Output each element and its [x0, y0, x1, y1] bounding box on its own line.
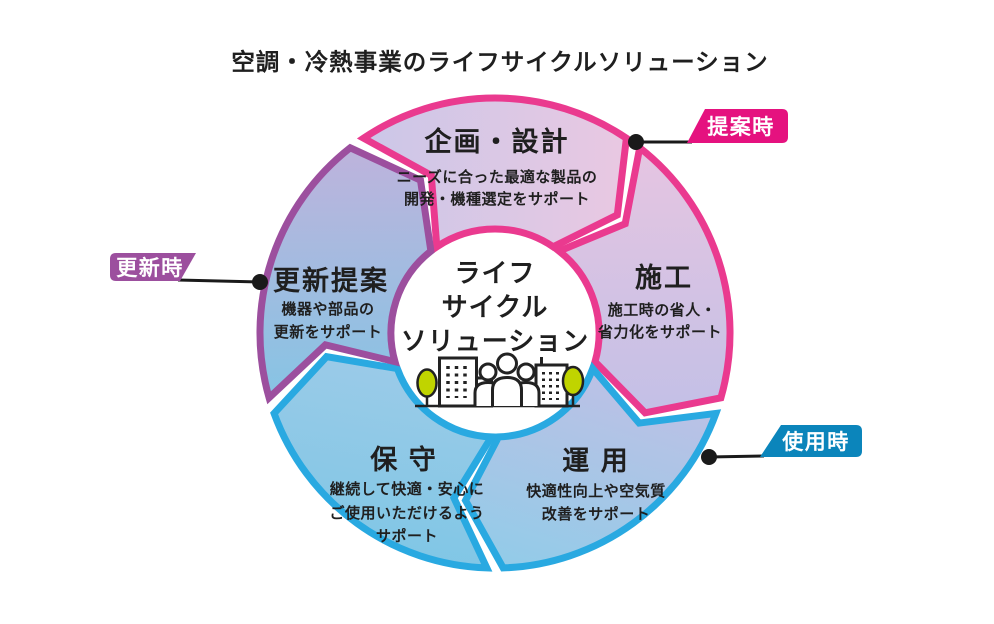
callout-dot: [701, 449, 717, 465]
segment-renewal-title: 更新提案: [273, 265, 389, 296]
segment-maintenance-desc-3: サポート: [376, 527, 438, 545]
callout-at-renewal: 更新時: [110, 253, 268, 290]
segment-plan: [356, 94, 631, 254]
right-tree-icon: [561, 365, 585, 406]
callout-dot: [628, 134, 644, 150]
center-title-line-3: ソリューション: [401, 326, 589, 356]
callout-tag: [110, 253, 196, 281]
page-title: 空調・冷熱事業のライフサイクルソリューション: [231, 48, 768, 75]
segment-renewal-desc-2: 更新をサポート: [274, 323, 383, 341]
segment-labels: 企画・設計 ニーズに合った最適な製品の 開発・機種選定をサポート 施工 施工時の…: [273, 126, 722, 545]
segment-operation-title: 運 用: [562, 446, 630, 476]
segment-plan-title: 企画・設計: [425, 126, 570, 157]
segment-plan-desc-2: 開発・機種選定をサポート: [404, 190, 590, 208]
callout-tag: [760, 425, 862, 457]
segment-renewal: [256, 143, 435, 405]
segment-maintenance-desc-2: ご使用いただけるよう: [329, 504, 484, 522]
callout-at-proposal: 提案時: [628, 109, 788, 150]
callout-tag: [687, 109, 788, 143]
segment-operation-desc-2: 改善をサポート: [542, 505, 651, 523]
segment-construction-desc-2: 省力化をサポート: [597, 323, 722, 341]
left-tree-icon: [416, 368, 438, 406]
lifecycle-ring: [256, 94, 734, 572]
callout-label: 提案時: [707, 115, 775, 139]
callout-line: [708, 454, 765, 459]
callout-label: 使用時: [781, 430, 850, 454]
callout-line: [177, 278, 261, 284]
segment-maintenance-title: 保 守: [369, 444, 438, 475]
people-icon: [473, 352, 541, 406]
segment-operation-desc-1: 快適性向上や空気質: [526, 482, 666, 500]
segment-maintenance-desc-1: 継続して快適・安心に: [330, 480, 485, 498]
segment-construction-title: 施工: [635, 263, 693, 293]
callout-at-use: 使用時: [701, 425, 862, 465]
segment-renewal-desc-1: 機器や部品の: [281, 300, 374, 318]
callout-dot: [252, 274, 268, 290]
segment-maintenance: [270, 352, 498, 572]
segment-construction-desc-1: 施工時の省人・: [608, 301, 717, 319]
center-title-line-1: ライフ: [454, 258, 535, 288]
callout-label: 更新時: [116, 256, 184, 280]
segment-plan-desc-1: ニーズに合った最適な製品の: [397, 168, 598, 186]
segment-construction: [552, 141, 734, 417]
buildings-people-trees-icon: [415, 352, 585, 408]
center-title-line-2: サイクル: [442, 292, 549, 322]
